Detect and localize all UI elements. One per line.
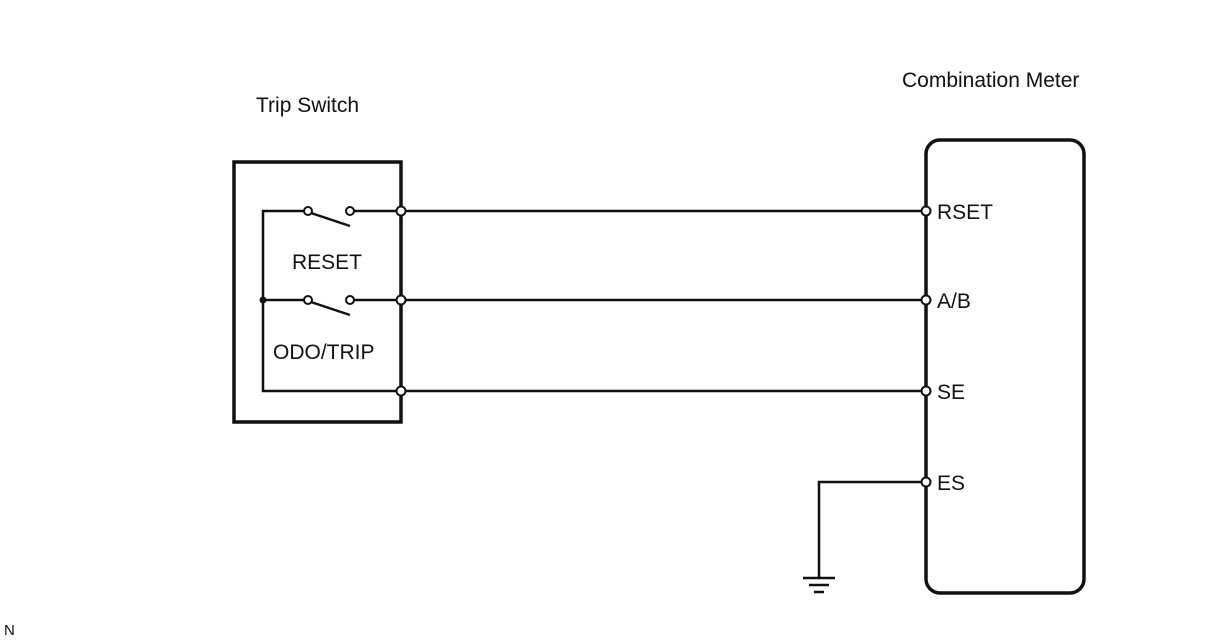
odo-trip-switch-contact-right [345,295,355,305]
ground-icon [803,576,835,594]
terminal-circle [920,294,932,306]
terminal-label-ab: A/B [937,290,971,313]
reset-switch-contact-left [303,206,313,216]
terminal-label-es: ES [937,472,965,495]
reset-switch-label: RESET [292,251,362,274]
corner-mark: N [4,622,15,639]
terminal-circle [920,205,932,217]
reset-switch-contact-right [345,206,355,216]
terminal-circle [395,294,407,306]
junction-dot [259,296,267,304]
odo-trip-switch-label: ODO/TRIP [273,341,375,364]
terminal-circle [395,205,407,217]
trip-switch-title: Trip Switch [256,94,359,117]
combination-meter-title: Combination Meter [902,69,1079,92]
terminal-label-se: SE [937,381,965,404]
harness-wires [401,209,926,578]
combination-meter: Combination Meter RSET A/B SE ES [902,69,1086,595]
trip-switch-box [232,160,403,424]
combination-meter-box [924,138,1086,595]
wire-es-ground [817,480,926,578]
trip-switch-connector-terminals [395,205,407,397]
terminal-label-rset: RSET [937,201,993,224]
terminal-circle [395,385,407,397]
reset-switch-blade [310,211,351,228]
terminal-circle [920,385,932,397]
terminal-circle [920,476,932,488]
reset-switch: RESET [292,206,401,274]
odo-trip-switch-contact-left [303,295,313,305]
odo-trip-switch: ODO/TRIP [273,295,401,364]
trip-switch: Trip Switch RESET ODO/TRIP [232,94,403,424]
odo-trip-switch-blade [310,300,351,317]
